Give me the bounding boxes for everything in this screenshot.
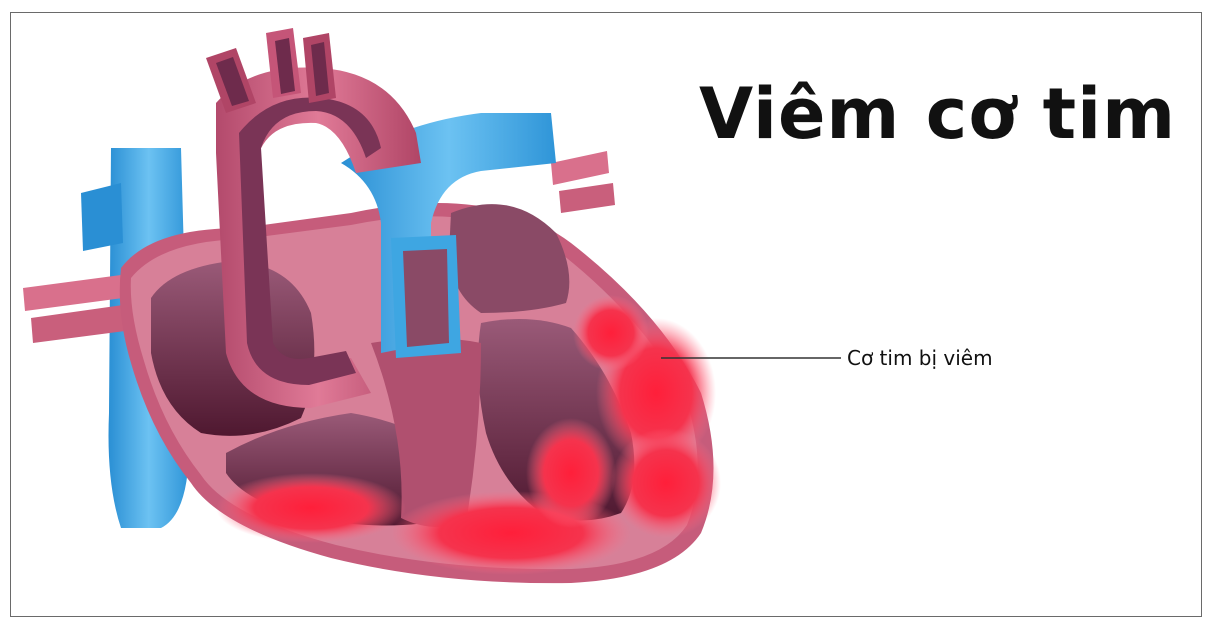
pulmonary-vein-left-upper — [23, 275, 123, 311]
inflamed-region-wall — [573, 295, 649, 371]
pulmonary-artery-inner — [403, 249, 449, 347]
callout-label: Cơ tim bị viêm — [847, 346, 993, 370]
inflamed-region-rv — [216, 473, 406, 543]
page-title: Viêm cơ tim — [699, 73, 1176, 155]
inflamed-region-septal — [526, 418, 616, 528]
vena-cava-branch — [81, 183, 123, 251]
left-atrium — [449, 204, 569, 313]
inflamed-region-apex — [611, 428, 721, 538]
pulmonary-vein-right-lower — [559, 183, 615, 213]
pulmonary-vein-right-upper — [551, 151, 609, 185]
figure-frame: Viêm cơ tim Cơ tim bị viêm — [10, 12, 1202, 617]
